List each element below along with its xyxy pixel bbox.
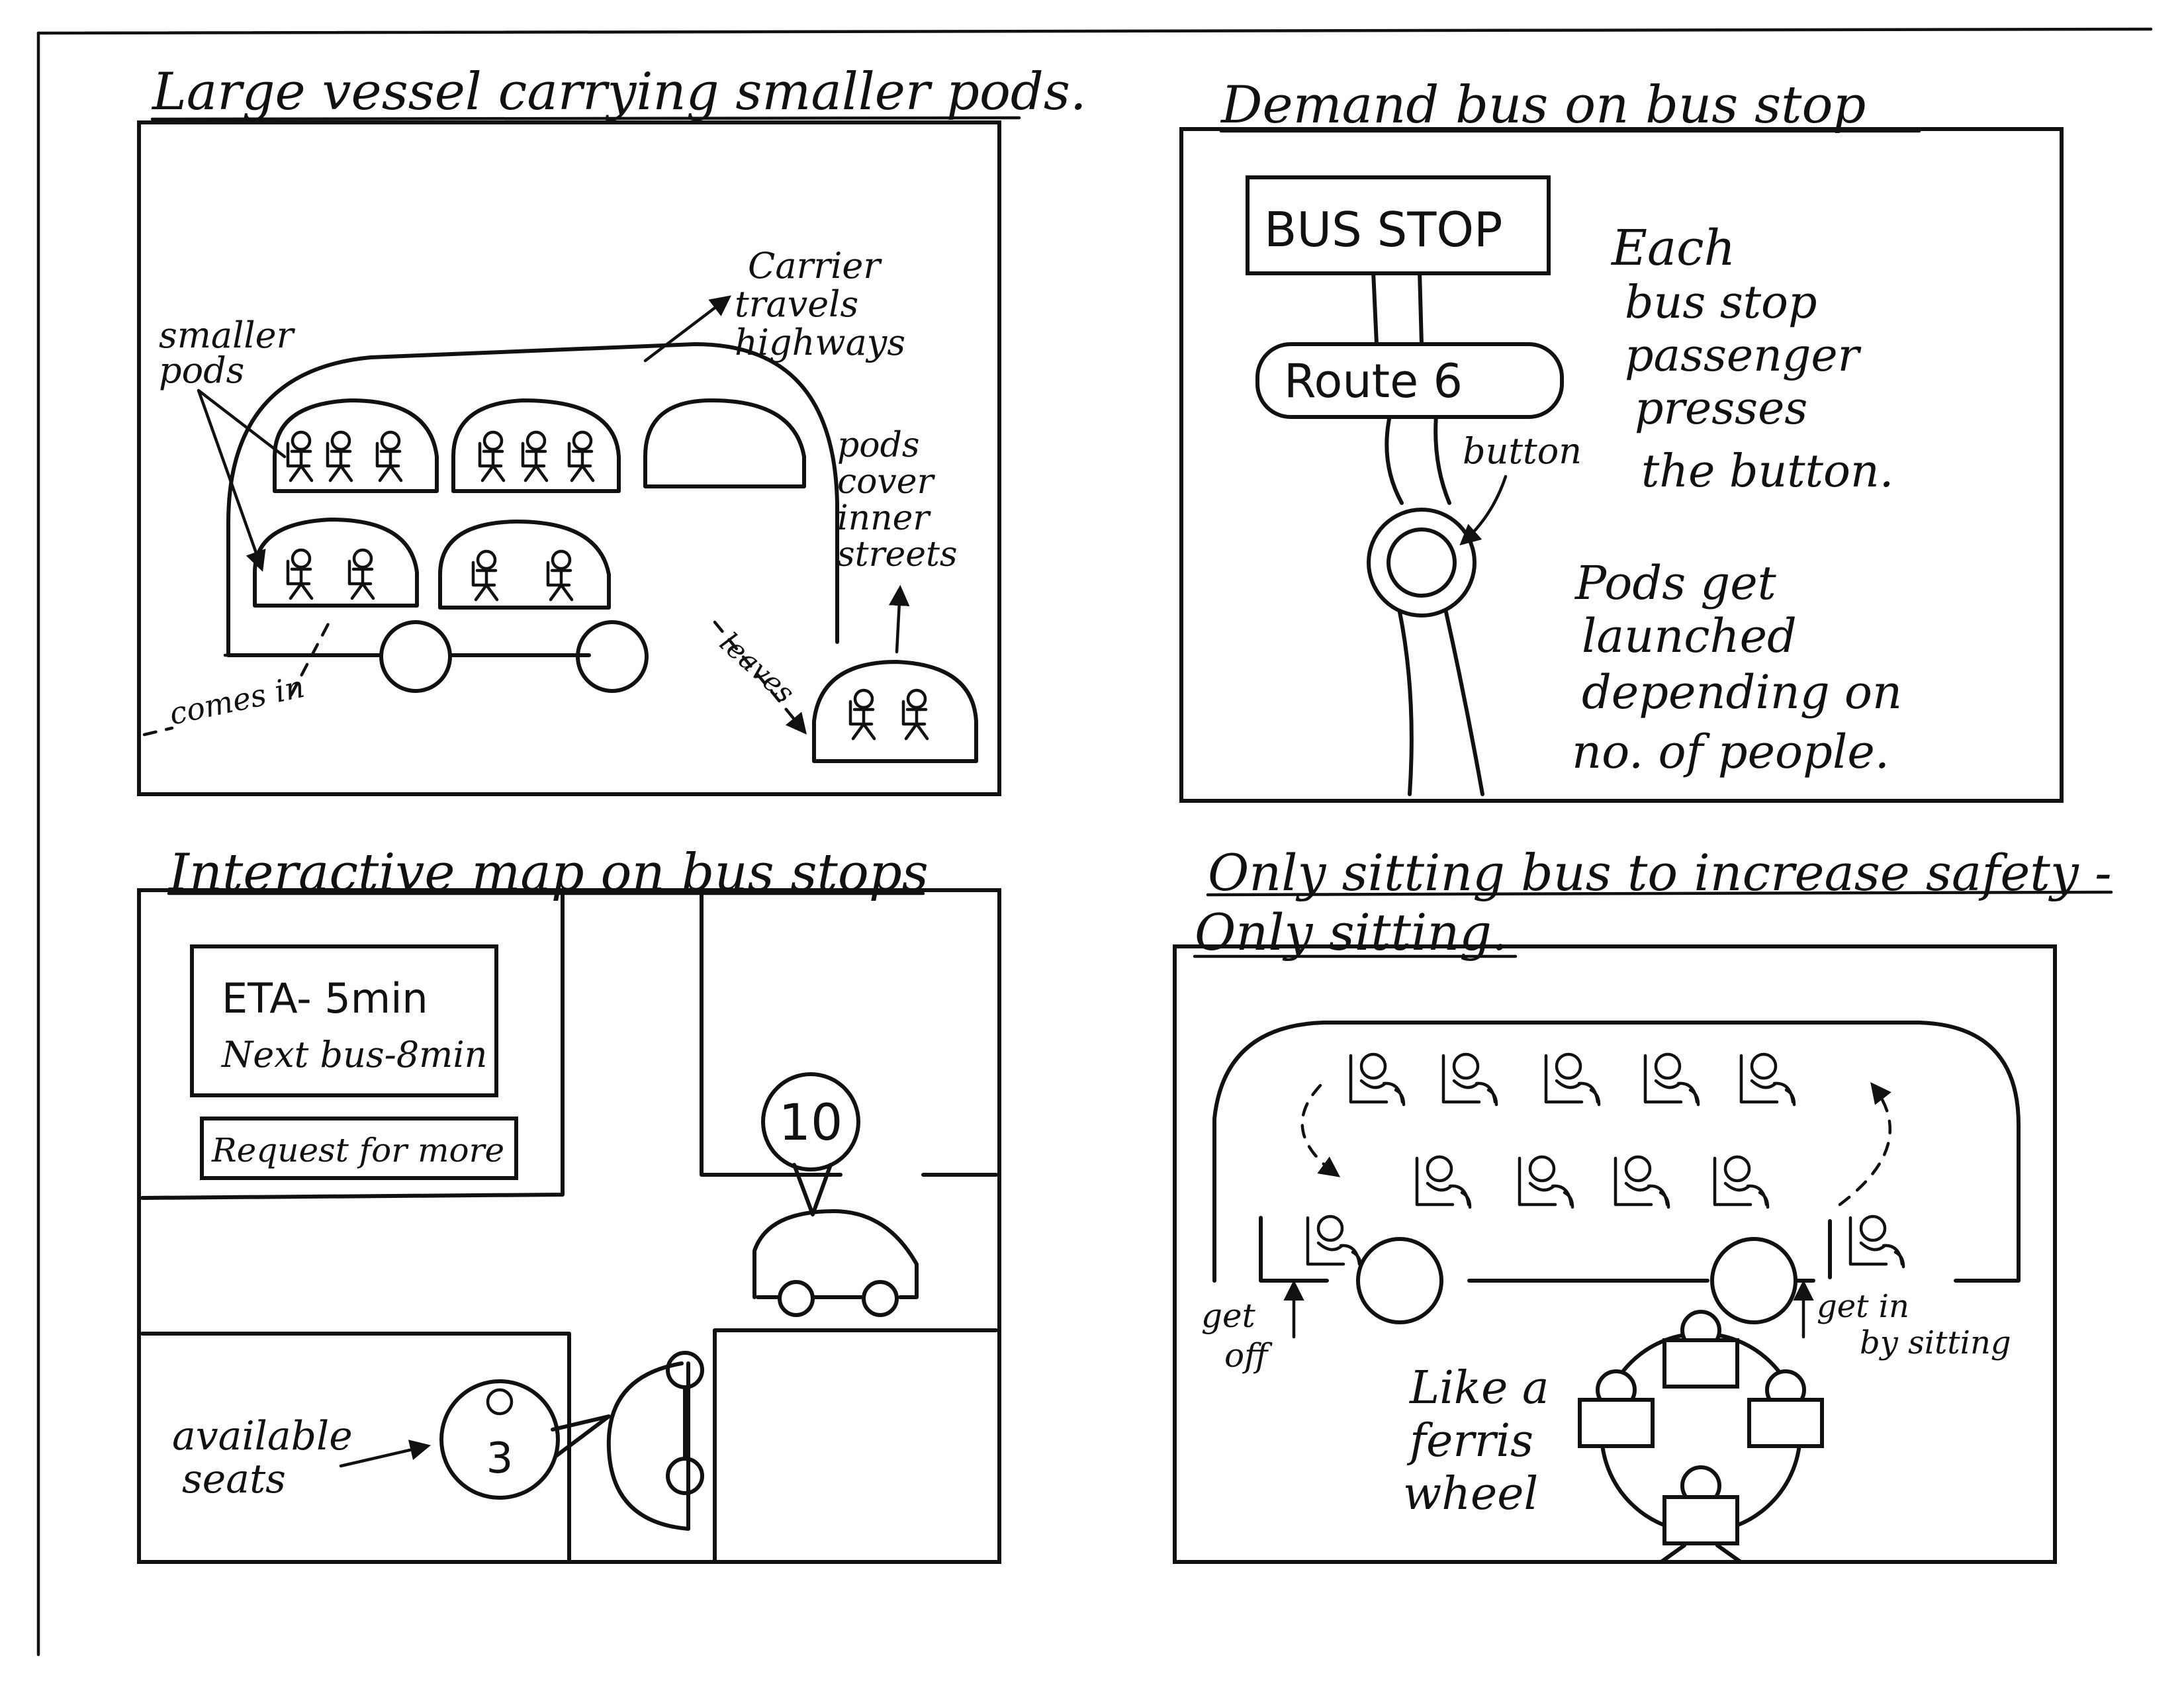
seats-count: 3 xyxy=(486,1434,514,1483)
panel-sitting: Only sitting bus to increase safety - On… xyxy=(1173,843,2113,1564)
panel-frame xyxy=(1173,944,2057,1564)
block-top-left xyxy=(140,891,565,1200)
pod-top-1 xyxy=(273,398,439,493)
bus-stop-sign-text: BUS STOP xyxy=(1264,202,1502,257)
eta-card xyxy=(190,944,498,1097)
comes-in-path xyxy=(142,617,333,737)
label-smaller: smaller xyxy=(159,314,296,356)
route-sign xyxy=(1255,342,1564,419)
seats-bubble xyxy=(439,1379,560,1500)
ferris-label-1: Like a xyxy=(1408,1362,1549,1414)
map-bus-topdown[interactable] xyxy=(606,1361,690,1531)
label-pods-cover-3: inner xyxy=(837,498,931,538)
request-more-button[interactable] xyxy=(200,1117,518,1180)
note-each-5: the button. xyxy=(1641,445,1893,498)
block-bottom-right xyxy=(713,1328,998,1564)
smaller-pods-arrows xyxy=(197,388,287,568)
panel-demand-title: Demand bus on bus stop xyxy=(1220,75,1866,135)
get-in-2: by sitting xyxy=(1860,1324,2011,1361)
label-pods-cover-1: pods xyxy=(837,426,920,465)
pod-top-3-empty xyxy=(643,398,806,488)
panel-pods: Large vessel carrying smaller pods. smal… xyxy=(137,62,1087,796)
note-pods-2: launched xyxy=(1582,609,1797,663)
label-highways: highways xyxy=(735,322,905,363)
note-each-3: passenger xyxy=(1625,330,1862,382)
note-each-2: bus stop xyxy=(1625,277,1817,329)
block-top-right-edge xyxy=(700,891,842,1177)
sitting-bus-wheel-left xyxy=(1356,1237,1443,1324)
request-more-label: Request for more xyxy=(211,1131,504,1169)
note-each-1: Each xyxy=(1610,220,1735,277)
ferris-stand xyxy=(1659,1543,1743,1564)
sitting-bus-body xyxy=(1212,1021,2021,1283)
map-bus-wheel-left xyxy=(778,1280,815,1317)
map-bus-wheel-right xyxy=(862,1280,899,1317)
panel-frame xyxy=(137,120,1001,796)
note-pods-4: no. of people. xyxy=(1572,725,1889,779)
request-button-outer[interactable] xyxy=(1367,508,1477,617)
panel-demand: Demand bus on bus stop BUS STOP Route 6 … xyxy=(1179,75,2064,803)
label-travels: travels xyxy=(735,283,858,325)
label-pods-cover-4: streets xyxy=(837,535,958,574)
carrier-body xyxy=(226,342,839,657)
get-in-1: get in xyxy=(1817,1288,1909,1325)
seated-passengers xyxy=(1308,1054,1903,1267)
title-underline xyxy=(1206,890,2113,897)
panel-pods-title: Large vessel carrying smaller pods. xyxy=(151,62,1087,122)
sitting-bus-floor xyxy=(1259,1216,1832,1283)
pod-top-2 xyxy=(451,398,621,493)
topdown-wheel-2 xyxy=(666,1457,704,1495)
next-bus-text: Next bus-8min xyxy=(220,1034,487,1075)
circulation-left xyxy=(1300,1083,1341,1177)
pods-cover-arrow xyxy=(888,584,910,654)
label-pods-cover-2: cover xyxy=(837,462,936,502)
pod-leaving xyxy=(812,660,978,763)
leaves-path xyxy=(713,620,807,735)
ferris-cabins xyxy=(1578,1310,1824,1545)
carrier-arrow xyxy=(643,295,732,363)
bus-stop-pole xyxy=(1371,269,1484,796)
eta-text: ETA- 5min xyxy=(222,974,428,1023)
bus-pin-tail xyxy=(792,1163,833,1216)
seats-bubble-tail xyxy=(551,1414,611,1458)
pod-bottom-1 xyxy=(253,518,419,608)
topdown-wheel-1 xyxy=(666,1351,704,1389)
request-button-inner[interactable] xyxy=(1387,527,1457,598)
ferris-label-2: ferris xyxy=(1406,1415,1533,1467)
map-bus[interactable] xyxy=(752,1209,919,1299)
ferris-label-3: wheel xyxy=(1403,1468,1538,1520)
label-pods: pods xyxy=(159,349,244,391)
bus-stop-sign xyxy=(1246,175,1551,275)
panel-sitting-subtitle: Only sitting. xyxy=(1195,903,1508,962)
carrier-wheel-right xyxy=(576,620,649,693)
seats-icon xyxy=(486,1388,514,1416)
page-edge-top xyxy=(36,27,2153,35)
note-pods-3: depending on xyxy=(1582,665,1902,719)
carrier-wheel-left xyxy=(379,620,452,693)
note-each-4: presses xyxy=(1635,383,1807,435)
label-comes-in: comes in xyxy=(166,668,308,732)
seats-label-2: seats xyxy=(182,1456,286,1502)
bus-pin[interactable] xyxy=(761,1072,860,1171)
pod-bottom-2 xyxy=(438,520,611,610)
get-off-1: get xyxy=(1201,1297,1256,1335)
label-button: button xyxy=(1463,430,1582,472)
seats-label-1: available xyxy=(172,1413,353,1459)
route-sign-text: Route 6 xyxy=(1284,354,1463,408)
sitting-bus-wheel-right xyxy=(1710,1237,1797,1324)
note-pods-1: Pods get xyxy=(1574,556,1777,610)
get-off-2: off xyxy=(1224,1336,1273,1375)
seats-arrow xyxy=(339,1440,432,1468)
button-arrow xyxy=(1459,475,1508,546)
circulation-right xyxy=(1838,1082,1892,1207)
panel-map: Interactive map on bus stops ETA- 5min N… xyxy=(137,843,1001,1564)
label-leaves: leaves xyxy=(713,626,801,709)
block-bottom-left xyxy=(140,1332,571,1564)
title-underline xyxy=(150,116,1021,121)
label-carrier: Carrier xyxy=(748,245,882,287)
bus-pin-number: 10 xyxy=(779,1093,843,1152)
panel-frame xyxy=(1179,127,2064,803)
